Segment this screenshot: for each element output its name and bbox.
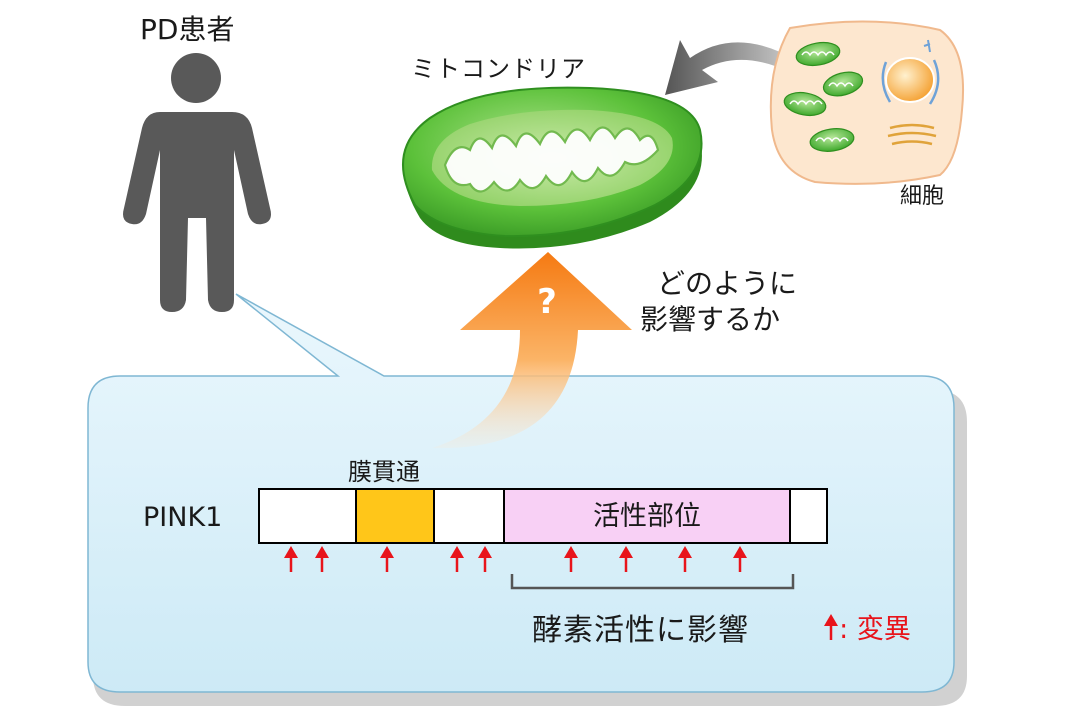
active-site-label: 活性部位	[593, 501, 701, 532]
mitochondria-icon	[402, 86, 703, 249]
question-label-line2: 影響するか	[640, 303, 781, 336]
cell-label: 細胞	[900, 184, 945, 209]
legend-label: : 変異	[822, 614, 911, 645]
curved-arrow-icon	[665, 40, 780, 95]
mutation-arrow	[478, 546, 492, 572]
mutation-arrow	[619, 546, 633, 572]
patient-label: PD患者	[140, 13, 235, 46]
mutation-arrow	[733, 546, 747, 572]
protein-label: PINK1	[143, 502, 223, 533]
orange-arrow-icon	[432, 252, 632, 449]
cell-icon	[769, 20, 965, 185]
mitochondria-label: ミトコンドリア	[411, 55, 586, 83]
question-label-line1: どのように	[657, 267, 798, 300]
mutation-arrow	[678, 546, 692, 572]
transmembrane-domain	[355, 488, 435, 544]
legend-arrow-icon	[824, 614, 838, 640]
pink1-domain-bar	[258, 488, 828, 544]
active-site-bracket	[510, 574, 795, 590]
mutation-arrow	[564, 546, 578, 572]
mutation-arrow	[380, 546, 394, 572]
mutation-arrow	[450, 546, 464, 572]
mutation-arrow	[284, 546, 298, 572]
enzyme-effect-label: 酵素活性に影響	[532, 613, 749, 648]
question-mark: ?	[537, 282, 557, 322]
transmembrane-label: 膜貫通	[348, 458, 420, 486]
mutation-arrow	[315, 546, 329, 572]
mutation-arrows	[284, 546, 838, 640]
person-icon	[123, 53, 271, 312]
